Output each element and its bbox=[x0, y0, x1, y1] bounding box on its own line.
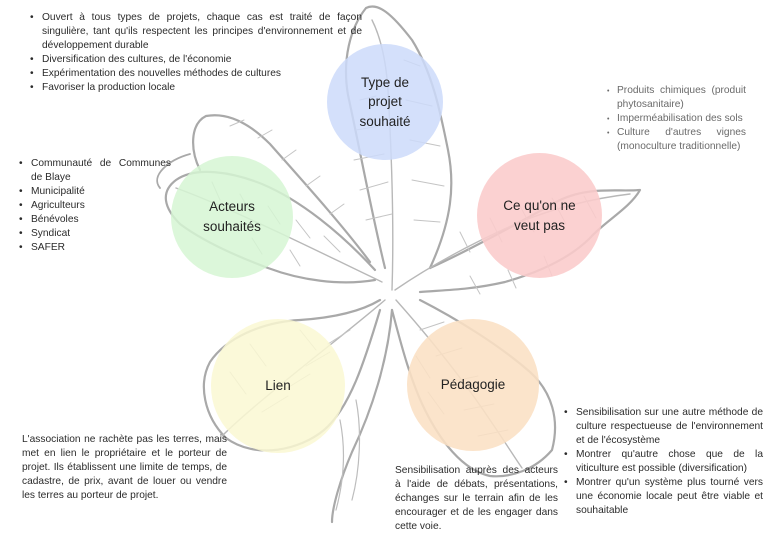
acteurs-label-line2: souhaités bbox=[203, 219, 261, 234]
list-item: Imperméabilisation des sols bbox=[606, 112, 746, 127]
list-item: SAFER bbox=[18, 241, 171, 255]
pedagogie-list: Sensibilisation sur une autre méthode de… bbox=[563, 406, 763, 518]
list-item: Communauté de Communes de Blaye bbox=[18, 157, 171, 185]
list-item: Bénévoles bbox=[18, 213, 171, 227]
list-item: Agriculteurs bbox=[18, 199, 171, 213]
list-item: Syndicat bbox=[18, 227, 171, 241]
pedagogie-circle: Pédagogie bbox=[407, 319, 539, 451]
list-item: Ouvert à tous types de projets, chaque c… bbox=[29, 11, 362, 53]
list-item: Diversification des cultures, de l'écono… bbox=[29, 53, 362, 67]
pedagogie-description: Sensibilisation auprès des acteurs à l'a… bbox=[395, 465, 558, 532]
ceq-label-line2: veut pas bbox=[513, 217, 566, 233]
ceq-label-line1: Ce qu'on ne bbox=[503, 197, 576, 213]
lien-description: L'association ne rachète pas les terres,… bbox=[22, 434, 227, 501]
type-projet-label-line3: souhaité bbox=[359, 113, 411, 129]
acteurs-circle: Acteurs souhaités bbox=[171, 156, 293, 278]
list-item: Sensibilisation sur une autre méthode de… bbox=[563, 406, 763, 448]
list-item: Favoriser la production locale bbox=[29, 81, 362, 95]
ce-quon-ne-veut-pas-circle: Ce qu'on ne veut pas bbox=[477, 153, 602, 278]
type-projet-label-line2: projet bbox=[368, 94, 402, 110]
list-item: Culture d'autres vignes (monoculture tra… bbox=[606, 126, 746, 154]
acteurs-list: Communauté de Communes de Blaye Municipa… bbox=[18, 157, 171, 255]
list-item: Produits chimiques (produit phytosanitai… bbox=[606, 84, 746, 112]
lien-label: Lien bbox=[265, 378, 291, 394]
list-item: Montrer qu'un système plus tourné vers u… bbox=[563, 476, 763, 518]
lien-circle: Lien bbox=[211, 319, 345, 453]
list-item: Montrer qu'autre chose que de la viticul… bbox=[563, 448, 763, 476]
pedagogie-label: Pédagogie bbox=[440, 377, 506, 393]
ce-quon-ne-veut-pas-list: Produits chimiques (produit phytosanitai… bbox=[606, 84, 746, 154]
acteurs-label-line1: Acteurs bbox=[209, 199, 255, 215]
list-item: Municipalité bbox=[18, 185, 171, 199]
type-projet-list: Ouvert à tous types de projets, chaque c… bbox=[29, 11, 362, 95]
type-projet-label-line1: Type de bbox=[360, 74, 410, 90]
list-item: Expérimentation des nouvelles méthodes d… bbox=[29, 67, 362, 81]
